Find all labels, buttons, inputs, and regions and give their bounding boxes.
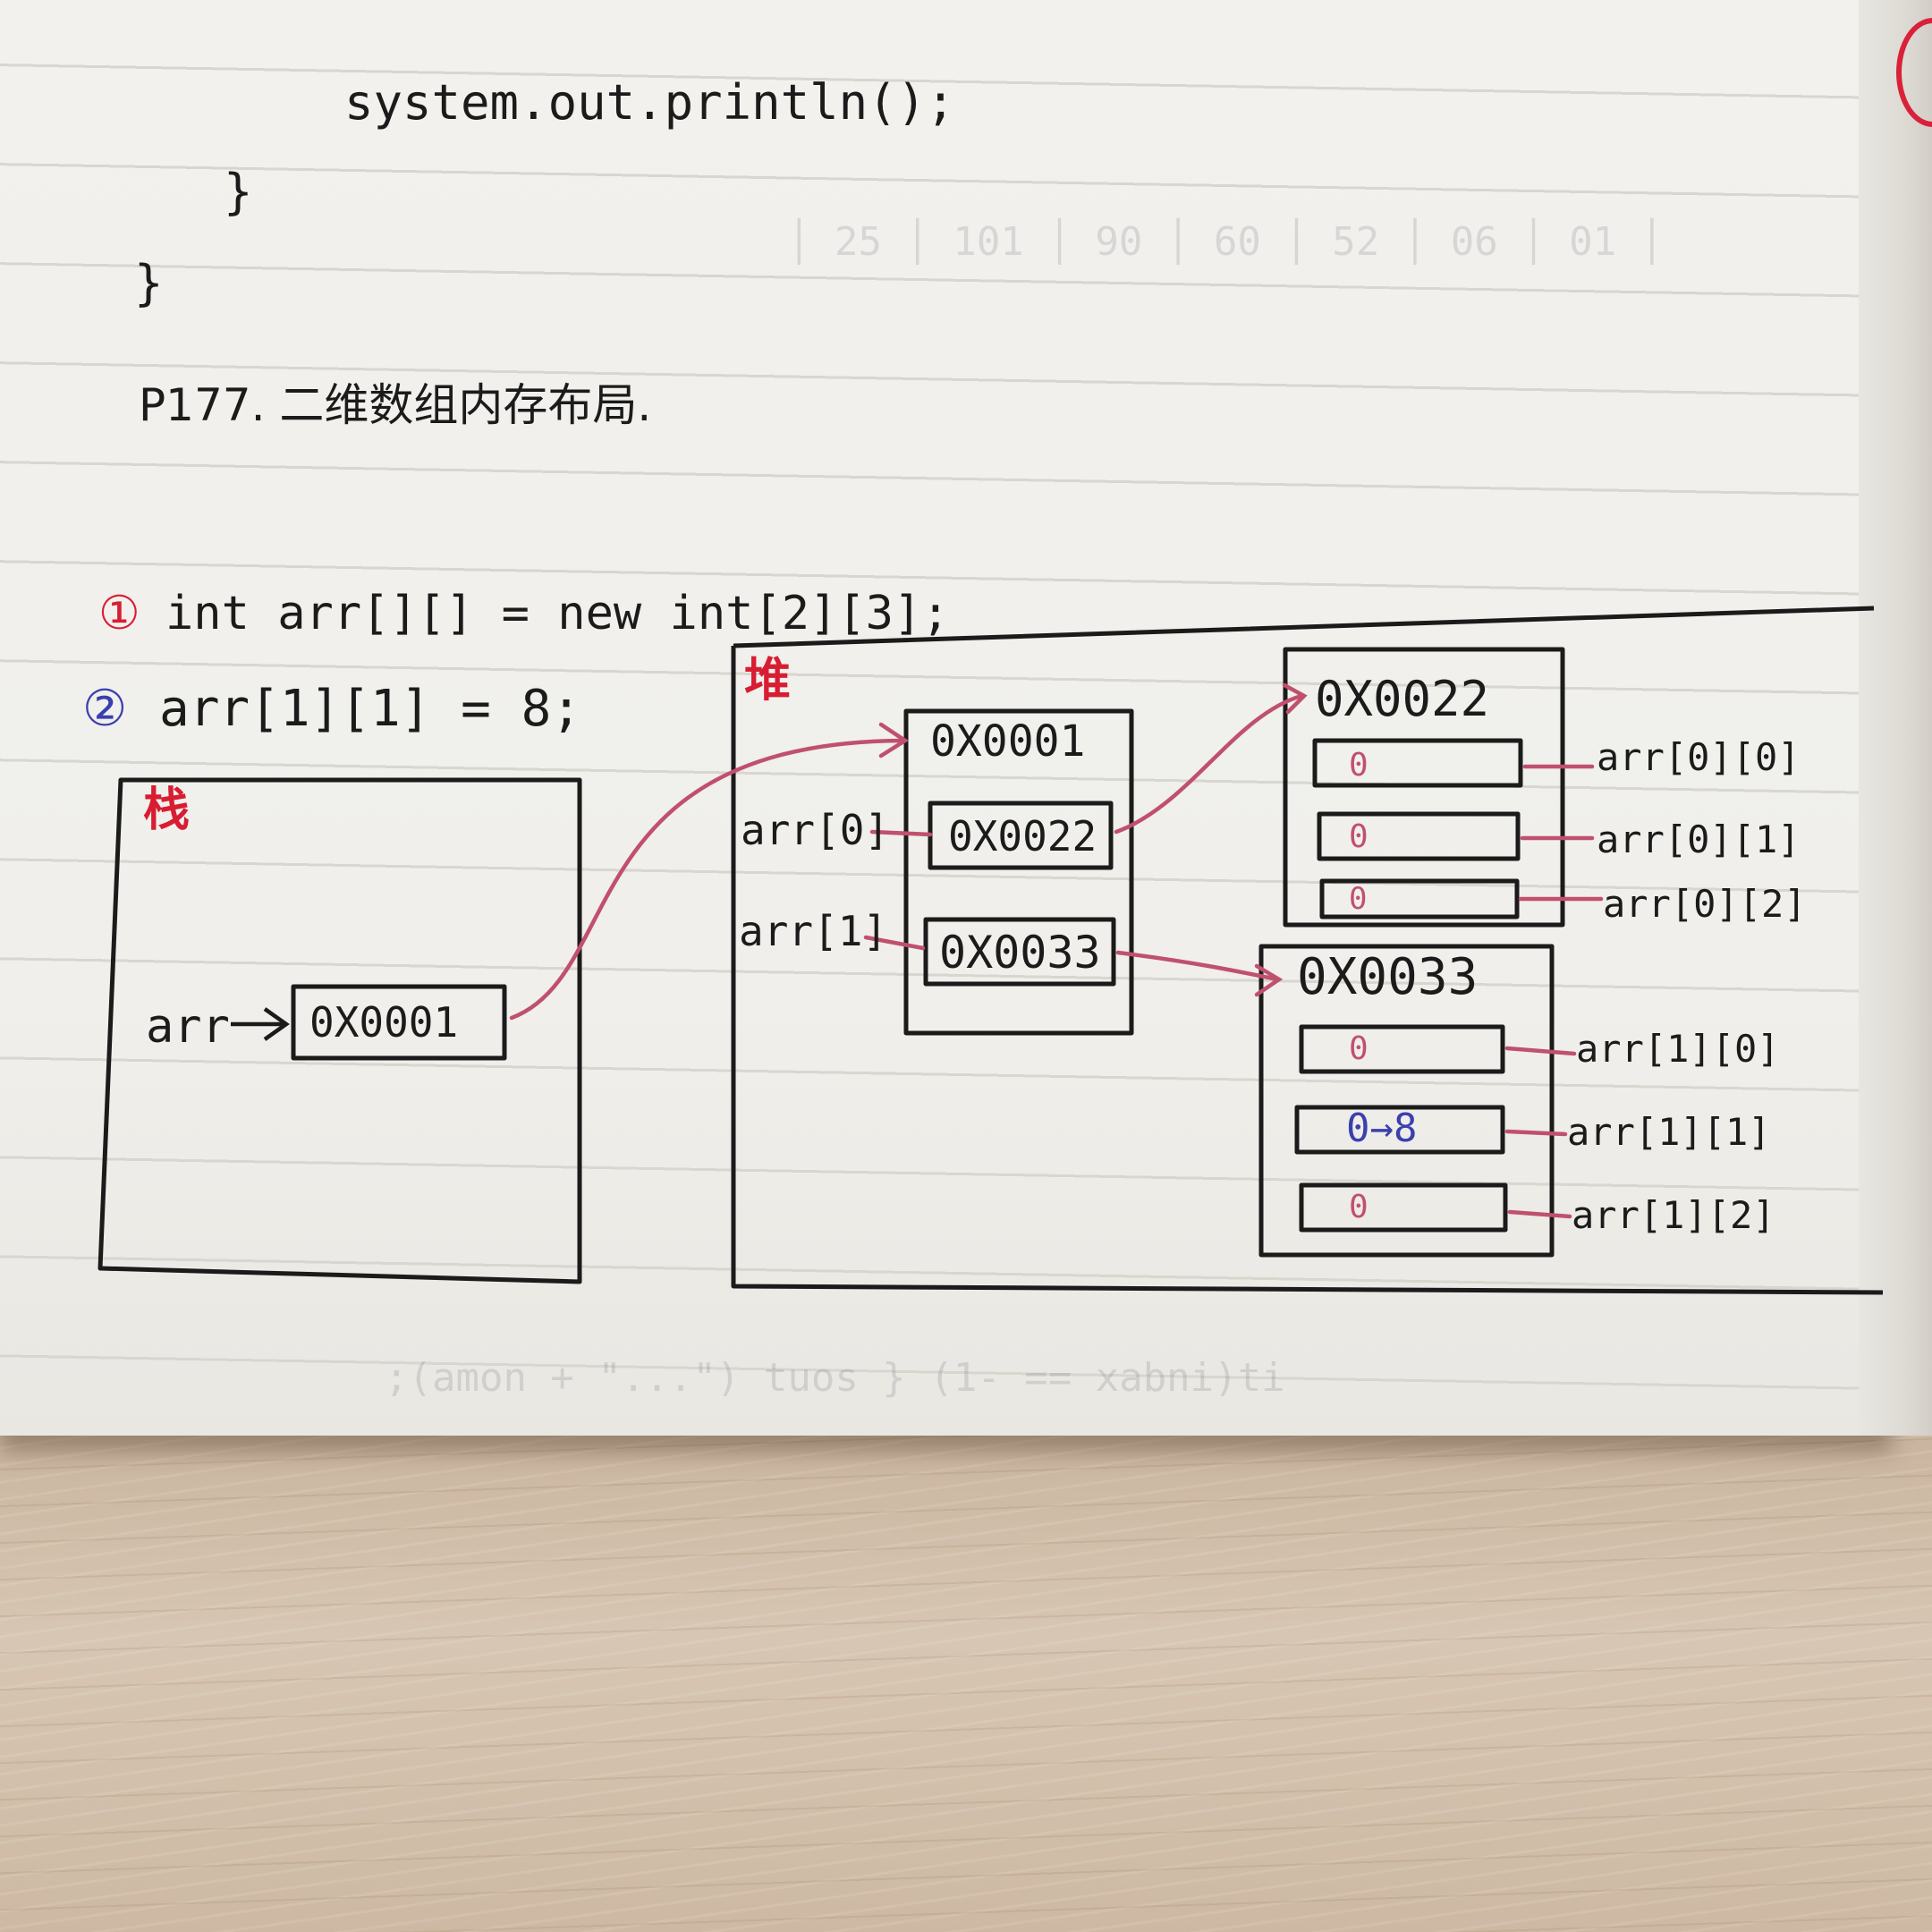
stack-box [97,777,582,1284]
inner-cell-label: arr[1][1] [1567,1110,1771,1154]
inner-cell-value: 0 [1349,747,1368,784]
page-edge [1859,0,1932,1436]
arrowhead [878,722,910,758]
inner-cell-box [1294,1105,1505,1155]
stack-var-arrow [231,1007,290,1041]
inner-cell-label: arr[0][2] [1603,882,1807,926]
inner-array-box [1283,647,1565,928]
step-2-marker: ② [82,680,128,738]
show-through-text: │ 25 │ 101 │ 90 │ 60 │ 52 │ 06 │ 01 │ [787,219,1665,265]
outer-array-box [903,708,1134,1036]
inner-array-address: 0X0033 [1297,948,1479,1006]
show-through-text: ;(amon + "...") tuos } (1- == xabni)ti [385,1355,1285,1401]
inner-cell-label: arr[0][0] [1597,735,1801,779]
label-arrow [1507,1209,1572,1219]
inner-cell-value-updated: 0→8 [1346,1106,1418,1151]
stack-value: 0X0001 [309,998,459,1046]
step-2-code: arr[1][1] = 8; [159,680,582,738]
inner-cell-value: 0 [1349,818,1368,855]
inner-cell-value: 0 [1349,881,1368,917]
wooden-desk [0,1395,1932,1932]
stack-label: 栈 [143,783,191,837]
inner-cell-label: arr[1][0] [1576,1027,1780,1071]
outer-row-value: 0X0033 [939,927,1101,979]
step-1-code: int arr[][] = new int[2][3]; [165,587,950,640]
inner-cell-label: arr[0][1] [1597,818,1801,861]
notebook-page [0,0,1892,1436]
outer-row-label: arr[0] [741,806,890,854]
pointer-arrow [1114,693,1304,835]
inner-cell-label: arr[1][2] [1572,1193,1775,1237]
stack-value-box [291,984,507,1061]
pointer-arrow [1115,950,1280,982]
inner-cell-box [1319,878,1520,919]
inner-cell-value: 0 [1349,1189,1368,1225]
label-arrow [863,935,926,951]
inner-array-address: 0X0022 [1315,671,1490,727]
arrowhead [1254,963,1284,997]
inner-cell-box [1312,738,1523,788]
outer-row-value: 0X0022 [948,812,1097,860]
label-arrow [1504,1129,1568,1137]
outer-row-label: arr[1] [739,907,888,955]
step-1-marker: ① [98,587,140,640]
code-line-brace: } [224,164,253,220]
pointer-arrow [509,738,906,1021]
inner-cell-box [1317,811,1521,861]
heap-region [731,606,1884,1295]
stack-var-label: arr [146,1000,230,1054]
outer-array-address: 0X0001 [930,716,1086,767]
label-arrow [1504,1046,1577,1056]
page-heading: P177. 二维数组内存布局. [139,379,652,431]
inner-array-box [1258,944,1555,1258]
inner-cell-value: 0 [1349,1030,1368,1067]
outer-cell-box [923,917,1116,987]
code-line-brace: } [134,255,164,311]
arrowhead [1282,682,1308,715]
code-line-println: system.out.println(); [344,74,955,131]
inner-cell-box [1299,1182,1508,1233]
label-arrow [869,829,933,837]
heap-label: 堆 [744,653,792,708]
inner-cell-box [1299,1024,1505,1074]
